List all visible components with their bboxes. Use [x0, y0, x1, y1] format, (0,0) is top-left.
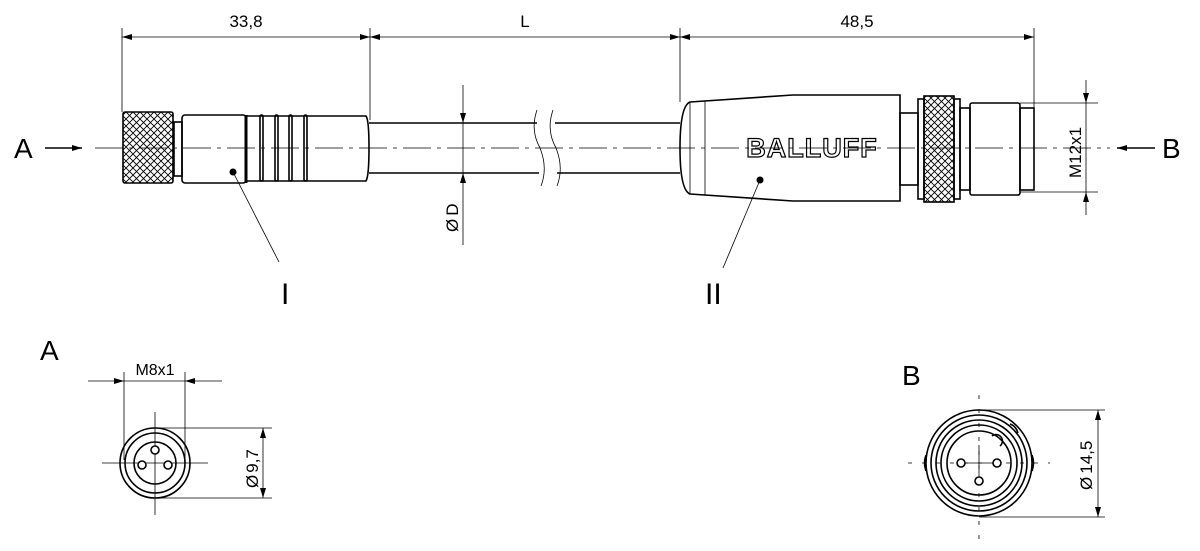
svg-text:A: A: [40, 335, 59, 366]
view-b-face: B Ø14,5: [902, 360, 1105, 540]
view-arrow-b: B: [1117, 133, 1181, 164]
view-a-face: A M8x1 Ø9,7: [40, 335, 272, 515]
view-arrow-a: A: [14, 133, 82, 164]
callout-i: I: [229, 168, 289, 311]
cable-diameter-dimension: ØD: [443, 85, 466, 245]
svg-text:Ø9,7: Ø9,7: [243, 449, 262, 488]
top-dimensions: 33,8 L 48,5: [121, 12, 1035, 135]
svg-text:I: I: [281, 278, 289, 311]
male-connector-m12: BALLUFF: [679, 94, 1035, 203]
female-connector-m8: [122, 111, 370, 184]
knurled-nut-left: [122, 111, 174, 184]
svg-text:B: B: [902, 360, 921, 391]
svg-text:II: II: [705, 278, 722, 311]
dimension-left-length: 33,8: [229, 12, 262, 31]
dimension-right-length: 48,5: [840, 12, 873, 31]
svg-text:M8x1: M8x1: [135, 362, 174, 379]
svg-text:B: B: [1162, 133, 1181, 164]
svg-text:M12x1: M12x1: [1066, 127, 1085, 178]
svg-text:ØD: ØD: [443, 203, 462, 232]
knurled-nut-right: [923, 95, 955, 203]
svg-text:Ø14,5: Ø14,5: [1077, 441, 1096, 490]
callout-ii: II: [705, 176, 764, 311]
svg-text:A: A: [14, 133, 33, 164]
m12-thread-dimension: M12x1: [1020, 80, 1098, 215]
dimension-cable-length: L: [520, 12, 529, 31]
